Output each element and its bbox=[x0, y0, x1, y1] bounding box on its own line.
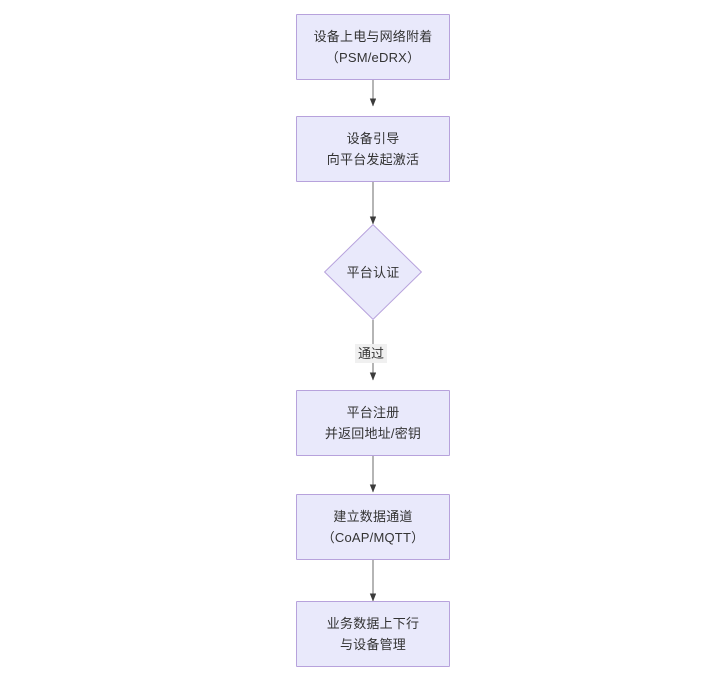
node-platform-registration[interactable]: 平台注册 并返回地址/密钥 bbox=[296, 390, 450, 456]
node-label: 平台认证 bbox=[346, 264, 400, 280]
node-device-bootstrap[interactable]: 设备引导 向平台发起激活 bbox=[296, 116, 450, 182]
node-establish-data-channel[interactable]: 建立数据通道 （CoAP/MQTT） bbox=[296, 494, 450, 560]
node-label: 业务数据上下行 与设备管理 bbox=[326, 616, 420, 652]
node-platform-authentication[interactable]: 平台认证 bbox=[324, 224, 422, 320]
node-label: 建立数据通道 （CoAP/MQTT） bbox=[321, 509, 425, 545]
node-label: 平台注册 并返回地址/密钥 bbox=[324, 405, 422, 441]
node-business-data-and-device-management[interactable]: 业务数据上下行 与设备管理 bbox=[296, 601, 450, 667]
node-label: 设备上电与网络附着 （PSM/eDRX） bbox=[313, 29, 433, 65]
edge-label-pass: 通过 bbox=[355, 344, 388, 363]
diamond-shape bbox=[324, 224, 422, 320]
node-device-power-on[interactable]: 设备上电与网络附着 （PSM/eDRX） bbox=[296, 14, 450, 80]
node-label: 设备引导 向平台发起激活 bbox=[326, 131, 420, 167]
